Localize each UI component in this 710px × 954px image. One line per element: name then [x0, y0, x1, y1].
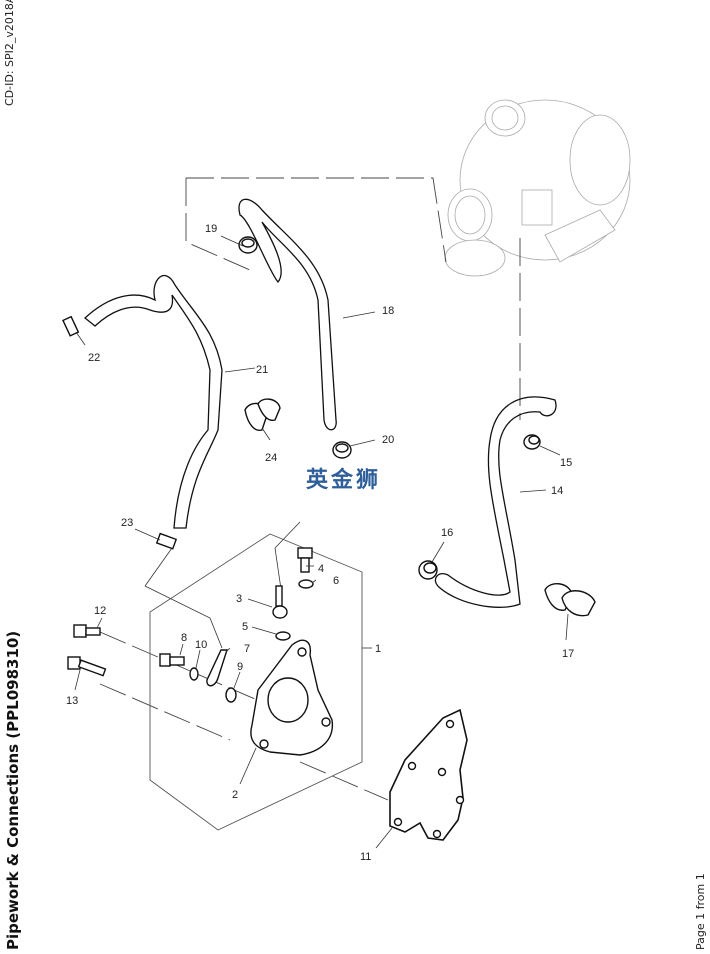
hose-18: [238, 198, 337, 431]
leader-bolts-12: [99, 631, 286, 713]
clamp-19: [238, 236, 258, 254]
callout-17: 17: [562, 648, 574, 660]
assembly-outline: [149, 533, 363, 831]
bolt-12: [73, 624, 101, 638]
sleeve-23: [155, 532, 178, 550]
turbocharger-illustration: [444, 99, 631, 277]
callout-3: 3: [236, 593, 242, 605]
leader-gasket: [299, 761, 389, 801]
gasket-11: [389, 708, 468, 841]
callout-18: 18: [382, 305, 394, 317]
callout-24: 24: [265, 452, 277, 464]
clip-24: [244, 398, 281, 432]
callout-6: 6: [333, 575, 339, 587]
callout-21: 21: [256, 364, 268, 376]
callout-19: 19: [205, 223, 217, 235]
bolt-8: [159, 653, 185, 667]
leader-bolts-13: [99, 683, 231, 741]
callout-labels: 1 2 3 4 5 6 7 8 9 10 11 12 13 14 15 16 1…: [66, 223, 574, 863]
bolt-4: [297, 547, 313, 573]
callout-23: 23: [121, 517, 133, 529]
callout-4: 4: [318, 563, 324, 575]
hose-21: [84, 274, 223, 529]
callout-10: 10: [195, 639, 207, 651]
banjo-3: [272, 585, 288, 619]
callout-9: 9: [237, 661, 243, 673]
callout-5: 5: [242, 621, 248, 633]
callout-15: 15: [560, 457, 572, 469]
callout-12: 12: [94, 605, 106, 617]
callout-16: 16: [441, 527, 453, 539]
washer-9: [225, 687, 237, 703]
callout-20: 20: [382, 434, 394, 446]
washer-6: [298, 579, 314, 589]
leader-19: [185, 178, 251, 271]
callout-7: 7: [244, 643, 250, 655]
washer-10: [189, 667, 199, 681]
watermark-logo: 英金狮: [306, 468, 382, 493]
bolt-13: [67, 656, 107, 677]
callout-14: 14: [551, 485, 563, 497]
callout-8: 8: [181, 632, 187, 644]
hose-14: [434, 396, 557, 608]
washer-5: [275, 631, 291, 641]
callout-13: 13: [66, 695, 78, 707]
pipe-7: [206, 649, 228, 687]
callout-22: 22: [88, 352, 100, 364]
clamp-15: [523, 434, 541, 450]
leader-turbo-upper: [186, 177, 447, 263]
clamp-20: [332, 441, 352, 459]
clamp-16: [418, 560, 438, 580]
sleeve-22: [62, 315, 80, 337]
callout-11: 11: [360, 851, 371, 863]
clip-17: [544, 583, 596, 617]
callout-1: 1: [375, 643, 381, 655]
callout-2: 2: [232, 789, 238, 801]
